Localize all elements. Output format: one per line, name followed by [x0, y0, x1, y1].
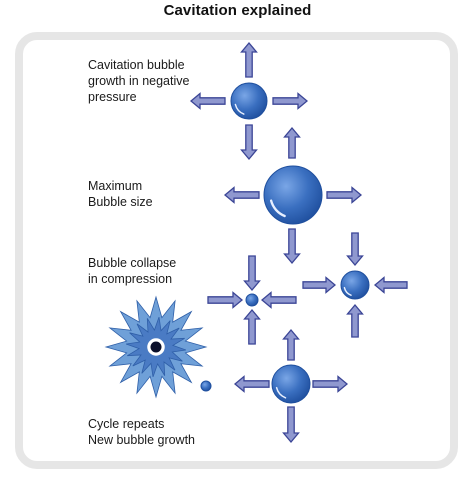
bubble-residual — [200, 380, 212, 392]
collapse-arrow-down — [243, 308, 261, 345]
label-line: growth in negative — [88, 74, 190, 88]
label-bubble-collapse: Bubble collapse in compression — [88, 255, 176, 287]
growth-arrow-up — [240, 41, 258, 78]
growth-arrow-right — [272, 92, 309, 110]
compress-arrow-right — [373, 276, 408, 294]
repeat-arrow-up — [282, 328, 300, 361]
label-line: pressure — [88, 90, 137, 104]
diagram-panel — [15, 32, 458, 469]
bubble-highlight — [269, 199, 286, 218]
growth-arrow-left — [189, 92, 226, 110]
bubble-collapsing — [245, 293, 259, 307]
label-line: Cycle repeats — [88, 417, 165, 431]
label-line: Cavitation bubble — [88, 58, 185, 72]
max-arrow-up — [283, 126, 301, 159]
repeat-arrow-right — [312, 375, 349, 393]
label-bubble-growth: Cavitation bubble growth in negative pre… — [88, 57, 189, 105]
collapse-arrow-left — [207, 291, 244, 309]
label-line: Maximum — [88, 179, 143, 193]
compress-arrow-up — [346, 232, 364, 267]
bubble-growth — [230, 82, 268, 120]
label-line: Bubble collapse — [88, 256, 177, 270]
bubble-highlight — [343, 286, 352, 296]
max-arrow-right — [326, 186, 363, 204]
label-line: New bubble growth — [88, 433, 196, 447]
compress-arrow-left — [302, 276, 337, 294]
bubble-highlight — [234, 103, 245, 115]
bubble-highlight — [275, 386, 287, 399]
label-line: Bubble size — [88, 195, 153, 209]
shockwave-core — [150, 341, 162, 353]
repeat-arrow-left — [233, 375, 270, 393]
bubble-compressing — [340, 270, 370, 300]
growth-arrow-down — [240, 124, 258, 161]
diagram-title: Cavitation explained — [163, 2, 312, 19]
repeat-arrow-down — [282, 406, 300, 444]
label-cycle-repeats: Cycle repeats New bubble growth — [88, 416, 195, 448]
label-line: in compression — [88, 272, 173, 286]
max-arrow-down — [283, 228, 301, 265]
bubble-new-growth — [271, 364, 311, 404]
collapse-arrow-right — [260, 291, 297, 309]
bubble-maximum — [263, 165, 323, 225]
compress-arrow-down — [346, 303, 364, 338]
collapse-arrow-up — [243, 255, 261, 292]
max-arrow-left — [223, 186, 260, 204]
label-maximum-size: Maximum Bubble size — [88, 178, 153, 210]
